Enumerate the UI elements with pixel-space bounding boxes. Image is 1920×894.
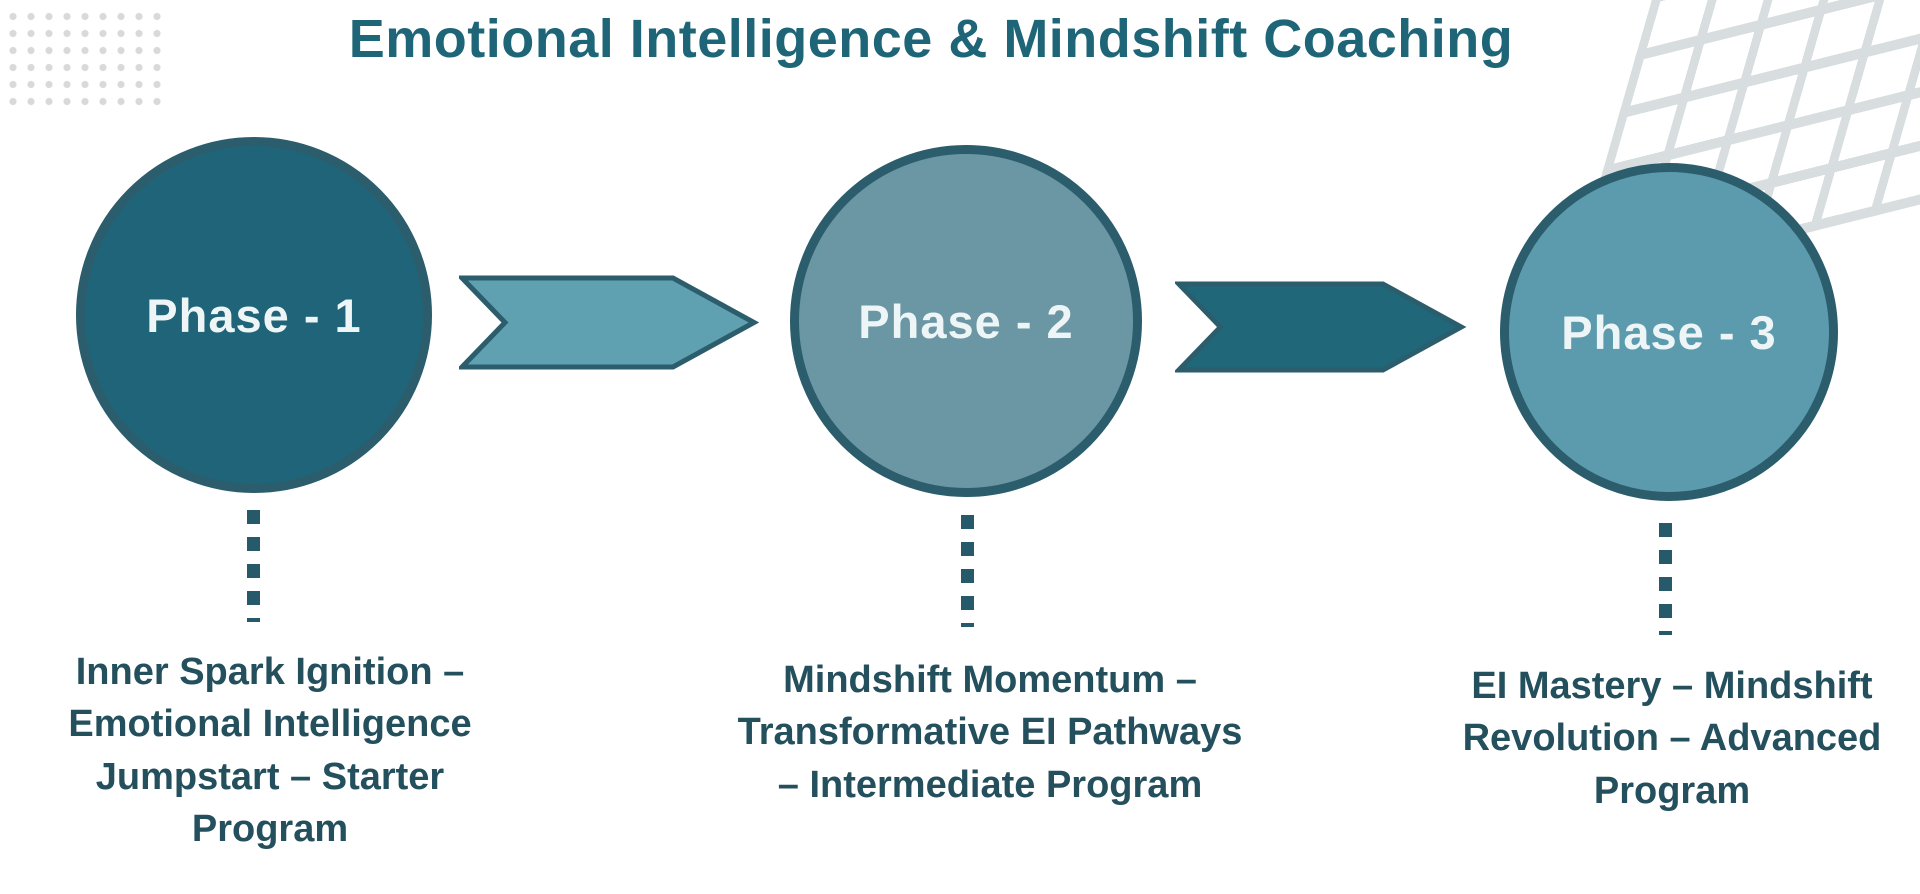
phase-3-circle: Phase - 3 — [1500, 163, 1838, 501]
phase-2-circle: Phase - 2 — [790, 145, 1142, 497]
phase-2-description: Mindshift Momentum – Transformative EI P… — [737, 659, 1243, 806]
flow-arrow-2-icon — [1175, 281, 1467, 373]
phase-3-description: EI Mastery – Mindshift Revolution – Adva… — [1462, 665, 1882, 812]
phase-3-dotted-connector-icon — [1659, 523, 1672, 635]
page-title: Emotional Intelligence & Mindshift Coach… — [348, 9, 1514, 69]
phase-1-description: Inner Spark Ignition – Emotional Intelli… — [68, 651, 472, 851]
phase-1-circle: Phase - 1 — [76, 137, 432, 493]
phase-2-label: Phase - 2 — [858, 294, 1074, 348]
flow-arrow-1-icon — [459, 275, 759, 370]
phase-1-label: Phase - 1 — [146, 288, 362, 342]
dot-grid-decoration — [4, 8, 166, 112]
phase-2-dotted-connector-icon — [961, 515, 974, 627]
phase-3-label: Phase - 3 — [1561, 305, 1777, 359]
phase-1-dotted-connector-icon — [247, 510, 260, 622]
